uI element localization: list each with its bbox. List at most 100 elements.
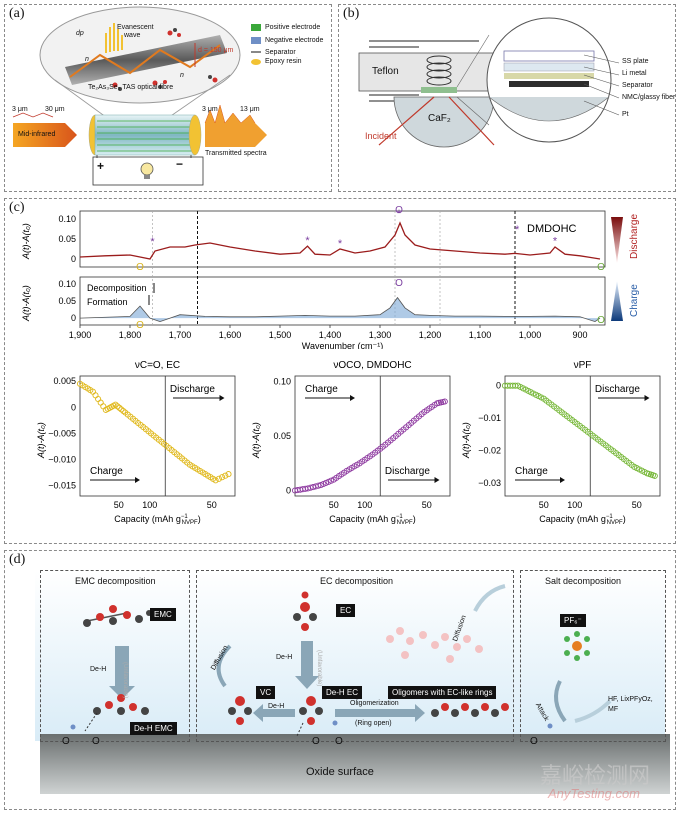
molecule-icons: [112, 28, 218, 91]
sub1-ytick-1: 0.05: [273, 431, 291, 441]
peak-star-1: *: [305, 235, 310, 247]
sub0-point-59: [225, 471, 232, 478]
panel-c: [4, 198, 676, 544]
sub0-point-55: [212, 477, 219, 484]
sub1-frame: [294, 375, 451, 497]
sub1-discharge-arrowhead: [434, 477, 440, 483]
pf6-molecule: [564, 631, 590, 661]
sub1-xtick-0: 50: [329, 500, 339, 510]
panel-a-diagram: [12, 6, 267, 186]
oligomers-badge: Oligomers with EC-like rings: [388, 686, 497, 699]
decomposition-label: Decomposition: [87, 283, 147, 293]
panel-c-label: (c): [9, 200, 25, 215]
surface-o-4: O: [335, 736, 343, 747]
emc-title: EMC decomposition: [75, 576, 156, 586]
legend-star-symbol: *: [515, 224, 520, 236]
surface-o-1: O: [62, 736, 70, 747]
panel-d-label: (d): [9, 552, 26, 567]
xtick-label-3: 1,600: [219, 330, 242, 340]
ring-open-label: (Ring open): [355, 720, 392, 727]
sub0-point-16: [114, 403, 121, 410]
sub0-point-56: [215, 475, 222, 482]
deh-emc-molecule: [84, 694, 149, 732]
surface-o-2: O: [92, 736, 100, 747]
evanescent-wave-bars: [105, 23, 123, 53]
xtick-label-2: 1,700: [169, 330, 192, 340]
sub2-charge-arrowhead: [560, 477, 565, 483]
top-ytick-1: 0.05: [58, 234, 76, 244]
xtick-label-4: 1,500: [269, 330, 292, 340]
sub2-discharge-arrowhead: [644, 395, 650, 401]
sub0-xtick-0: 50: [114, 500, 124, 510]
legend-separator: Separator: [265, 49, 296, 56]
bottom-ytick-1: 0.05: [58, 296, 76, 306]
charge-label: Charge: [629, 284, 640, 317]
charge-colorbar: [611, 281, 623, 321]
layer-nmc: NMC/glassy fiber: [622, 94, 676, 101]
xaxis-label: Wavenumber (cm⁻¹): [302, 341, 383, 349]
bulb-icon: [140, 162, 154, 179]
vc-deh-label: De-H: [268, 703, 285, 710]
sub0-ytick-4: −0.015: [48, 481, 76, 491]
discharge-colorbar: [611, 217, 623, 263]
sub2-xtick-0: 50: [539, 500, 549, 510]
right-3um: 3 μm: [202, 106, 218, 113]
sub2-xlabel-sup: −1: [606, 514, 614, 520]
panel-a: [4, 4, 332, 192]
sub0-charge-arrowhead: [135, 477, 140, 483]
circle-marker-yellow-top: O: [136, 262, 144, 273]
oligomerization-label: Oligomerization: [350, 700, 399, 707]
mid-infrared-arrow: [13, 123, 77, 147]
sub0-point-17: [116, 404, 123, 411]
peak-star-3: *: [397, 208, 402, 220]
caf2-label: CaF₂: [428, 113, 451, 124]
sub0-point-19: [120, 407, 127, 415]
legend-swatch-epoxy: [251, 59, 261, 65]
sub2-frame: [504, 375, 661, 497]
deh-emc-badge: De-H EMC: [130, 722, 177, 735]
sub0-ytick-2: −0.005: [48, 428, 76, 438]
ec-deh-label: De-H: [276, 654, 293, 661]
sub0-discharge-arrowhead: [219, 395, 225, 401]
sub0-point-8: [97, 399, 104, 406]
teflon-label: Teflon: [372, 66, 399, 77]
panel-d-scene: [35, 571, 670, 794]
xtick-label-10: 900: [572, 330, 587, 340]
vc-badge: VC: [256, 686, 276, 699]
ec-title: EC decomposition: [320, 576, 394, 586]
transmitted-spectra-arrow: [205, 123, 267, 147]
sub0-point-58: [222, 472, 229, 479]
sub2-ytick-3: −0.03: [478, 478, 501, 488]
charge-series-area: [80, 297, 600, 322]
sub2-xtick-2: 50: [632, 500, 642, 510]
ec-unfav-label: (Unfavorable): [316, 650, 322, 687]
dp-label: dp: [76, 30, 84, 37]
xtick-label-1: 1,800: [119, 330, 142, 340]
sub2-xtick-1: 100: [567, 500, 582, 510]
sub0-ytick-1: 0: [71, 402, 76, 412]
sub1-xtick-2: 50: [422, 500, 432, 510]
top-yaxis-label: A(t)-A(t₀): [21, 223, 31, 260]
sub1-title: νOCO, DMDOHC: [333, 360, 411, 371]
emc-deh-label: De-H: [90, 666, 107, 673]
xtick-label-7: 1,200: [419, 330, 442, 340]
sub1-xtick-1: 100: [357, 500, 372, 510]
sub0-discharge-label: Discharge: [170, 384, 215, 395]
sub2-xlabel-end: ): [623, 514, 626, 524]
legend-negative: Negative electrode: [265, 37, 324, 44]
surface-o-5: O: [530, 736, 538, 747]
layer-separator: Separator: [622, 82, 653, 89]
peak-star-2: *: [338, 238, 343, 250]
circuit-box: [92, 156, 204, 186]
sub2-ytick-0: 0: [496, 381, 501, 391]
bottom-yaxis-label: A(t)-A(t₀): [21, 285, 31, 322]
circle-marker-yellow-bottom: O: [136, 320, 144, 331]
sub0-ytick-3: −0.010: [48, 454, 76, 464]
legend-positive: Positive electrode: [265, 24, 321, 31]
xtick-label-5: 1,400: [319, 330, 342, 340]
sub2-charge-label: Charge: [515, 466, 548, 477]
spring: [426, 55, 452, 86]
